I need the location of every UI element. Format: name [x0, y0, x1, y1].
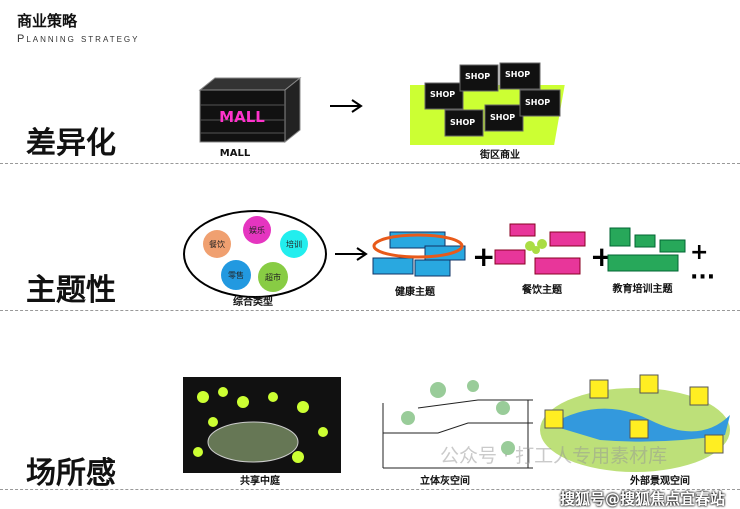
shop-sign: SHOP	[525, 98, 550, 107]
divider	[0, 310, 740, 311]
atrium-caption: 共享中庭	[240, 476, 280, 487]
mall-box-image: MALL	[198, 76, 302, 144]
shop-sign: SHOP	[505, 70, 530, 79]
gray-space-caption: 立体灰空间	[420, 476, 470, 487]
shop-sign: SHOP	[465, 72, 490, 81]
mixed-type-ellipse: 餐饮 娱乐 培训 零售 超市	[183, 210, 327, 298]
section-drawing-image	[382, 380, 533, 469]
more-sign: + ···	[690, 240, 716, 290]
circle-dining: 餐饮	[203, 230, 231, 258]
arrow-right-icon	[335, 247, 368, 261]
circle-training: 培训	[280, 230, 308, 258]
mall-caption: MALL	[219, 148, 251, 159]
circle-supermarket: 超市	[258, 262, 288, 292]
landscape-image	[540, 374, 730, 472]
mall-sign: MALL	[219, 108, 265, 126]
atrium-plan-image	[183, 377, 341, 473]
shop-sign: SHOP	[490, 113, 515, 122]
mixed-caption: 综合类型	[233, 297, 273, 308]
heading-sense-of-place: 场所感	[26, 456, 116, 491]
divider	[0, 163, 740, 164]
circle-retail: 零售	[221, 260, 251, 290]
education-caption: 教育培训主题	[612, 284, 673, 295]
page-subtitle: Planning strategy	[17, 33, 140, 45]
street-shops-image: SHOP SHOP SHOP SHOP SHOP SHOP	[410, 62, 565, 145]
arrow-right-icon	[330, 99, 363, 113]
heading-theme: 主题性	[26, 273, 116, 308]
divider	[0, 489, 740, 490]
watermark-sohu: 搜狐号@搜狐焦点宜春站	[560, 490, 726, 508]
heading-differentiation: 差异化	[26, 126, 116, 161]
shop-sign: SHOP	[450, 118, 475, 127]
landscape-caption: 外部景观空间	[630, 476, 690, 487]
health-theme-image	[372, 231, 466, 277]
dining-caption: 餐饮主题	[522, 285, 562, 296]
circle-entertainment: 娱乐	[243, 216, 271, 244]
watermark-wechat: 公众号 · 打工人专用素材库	[440, 445, 668, 467]
dining-theme-image	[494, 223, 586, 275]
shop-sign: SHOP	[430, 90, 455, 99]
plus-sign: +	[472, 240, 496, 273]
page-title: 商业策略	[17, 12, 78, 30]
education-theme-image	[607, 227, 686, 272]
street-caption: 街区商业	[480, 150, 520, 161]
health-caption: 健康主题	[395, 287, 435, 298]
